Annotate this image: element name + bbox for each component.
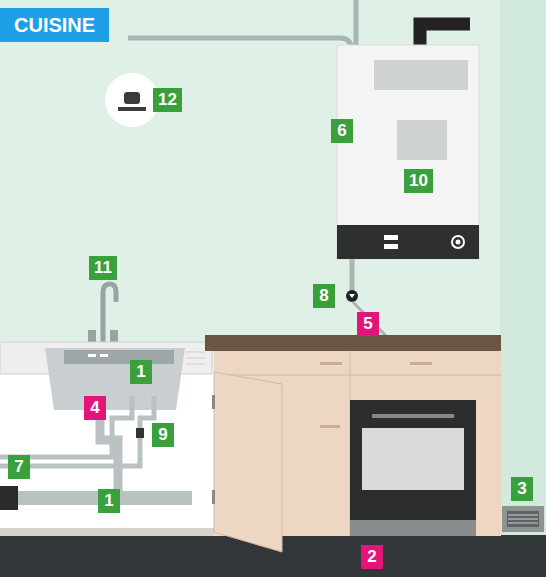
callout-number: 12 [153, 88, 182, 112]
callout-number: 6 [331, 119, 353, 143]
callout-number: 10 [404, 169, 433, 193]
callout-number: 4 [84, 396, 106, 420]
callout-number: 5 [357, 312, 379, 336]
callout-number: 7 [8, 455, 30, 479]
callout-number: 9 [152, 423, 174, 447]
section-tab: CUISINE [0, 8, 109, 42]
callout-number: 3 [511, 477, 533, 501]
callout-number: 8 [313, 284, 335, 308]
callout-number: 11 [89, 256, 117, 280]
callout-number: 1 [130, 360, 152, 384]
callout-number: 2 [361, 545, 383, 569]
callout-number: 1 [98, 489, 120, 513]
